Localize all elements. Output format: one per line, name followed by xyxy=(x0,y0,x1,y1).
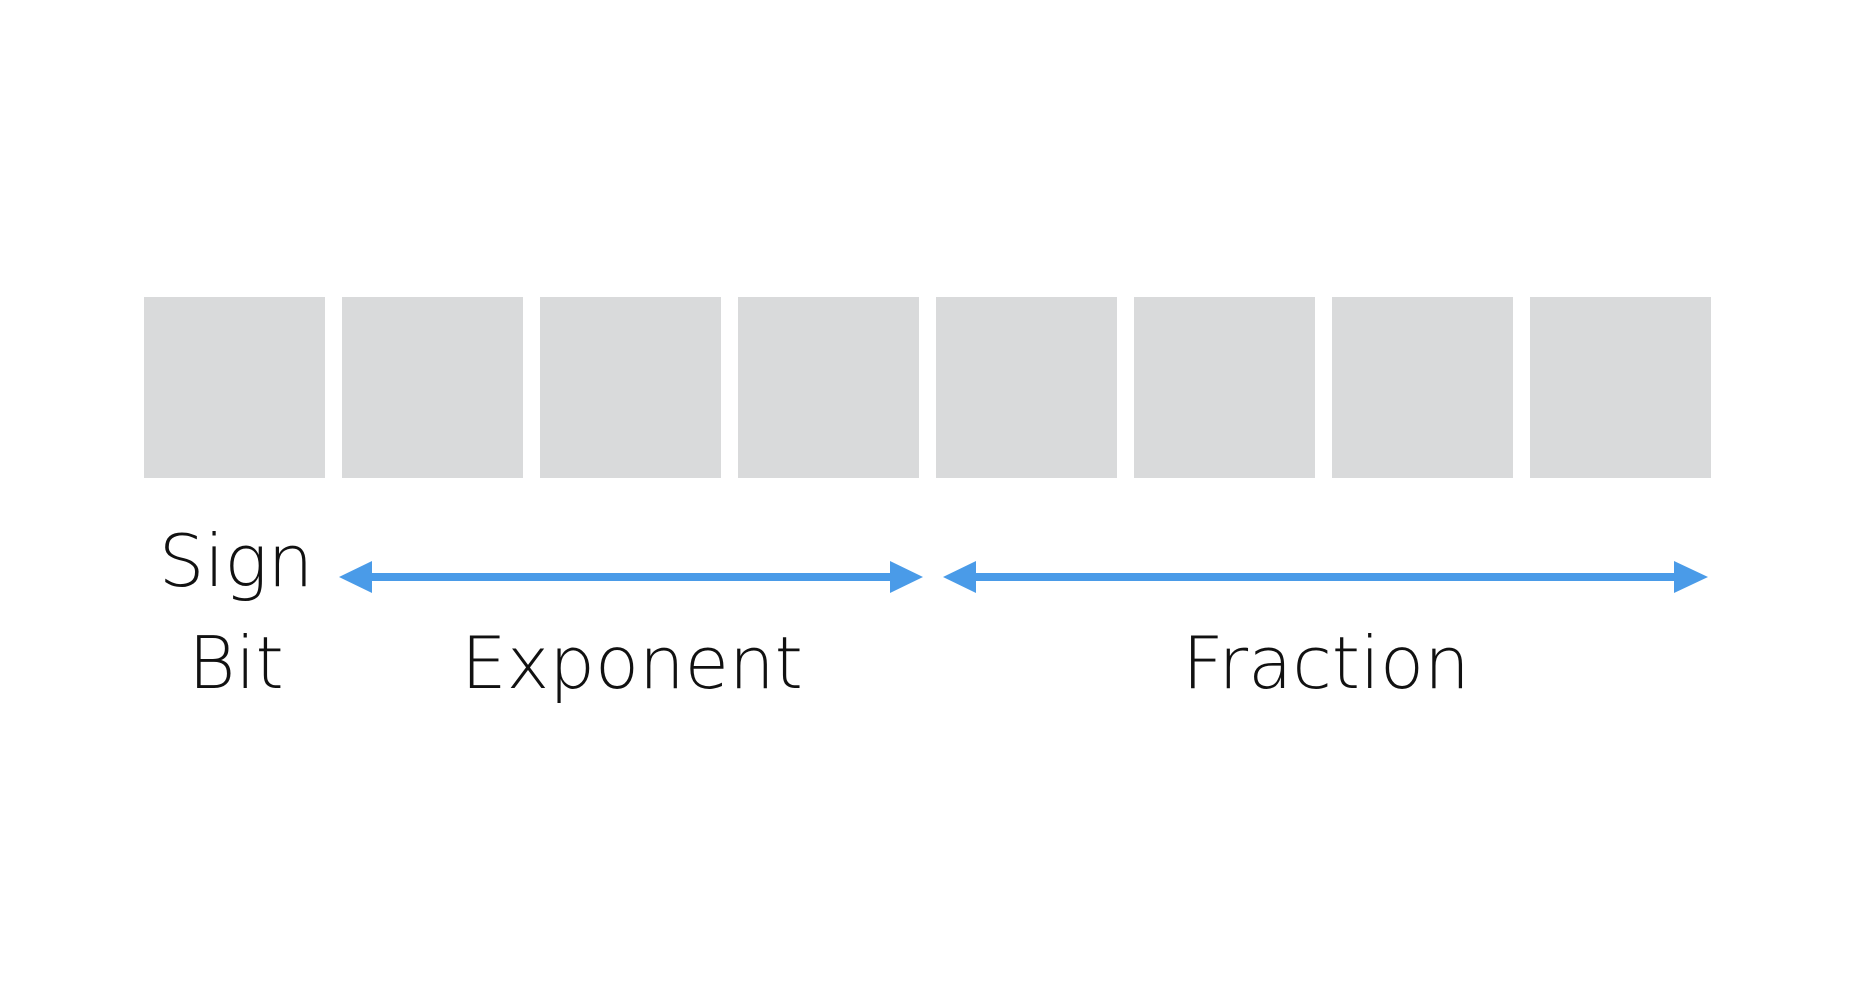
bit-box-7 xyxy=(1332,297,1513,478)
fraction-range-arrow xyxy=(943,561,1708,593)
bit-box-2 xyxy=(342,297,523,478)
bit-box-5 xyxy=(936,297,1117,478)
exponent-label: Exponent xyxy=(461,621,803,705)
fraction-arrow-left-head xyxy=(943,561,976,593)
sign-label-line2: Bit xyxy=(188,621,284,705)
bit-box-1 xyxy=(144,297,325,478)
bit-box-8 xyxy=(1530,297,1711,478)
bit-box-3 xyxy=(540,297,721,478)
exponent-range-arrow xyxy=(339,561,923,593)
exponent-arrow-left-head xyxy=(339,561,372,593)
bit-box-6 xyxy=(1134,297,1315,478)
fraction-label: Fraction xyxy=(1182,621,1470,705)
sign-label-line1: Sign xyxy=(158,519,314,603)
bit-box-4 xyxy=(738,297,919,478)
fraction-arrow-right-head xyxy=(1674,561,1708,593)
exponent-arrow-right-head xyxy=(890,561,923,593)
bit-row xyxy=(144,297,1712,478)
